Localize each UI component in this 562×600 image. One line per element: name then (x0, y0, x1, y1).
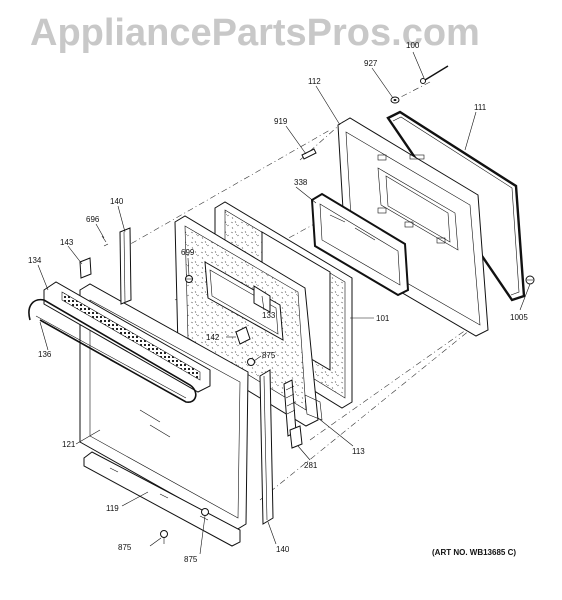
callout-133: 133 (262, 311, 276, 320)
part-143-bracket (79, 257, 92, 279)
part-1005-screw (525, 275, 535, 285)
part-927-washer (390, 96, 400, 104)
leader-lines (37, 51, 531, 555)
part-134-handle-bezel (43, 281, 211, 393)
callout-281: 281 (304, 461, 318, 470)
hardware-parts (79, 65, 535, 544)
part-875-screw-right (201, 508, 209, 516)
callout-121: 121 (62, 440, 76, 449)
callout-100: 100 (406, 41, 420, 50)
callout-338: 338 (294, 178, 308, 187)
part-875-screw-mid (247, 358, 255, 366)
callout-119: 119 (106, 504, 119, 513)
callout-875-mid: 875 (262, 351, 276, 360)
part-140-right-trim (259, 369, 274, 525)
callout-labels: 100 927 112 111 919 338 140 696 699 143 … (28, 41, 528, 564)
callout-113: 113 (352, 447, 365, 456)
liner-tabs (377, 154, 446, 244)
watermark-text: AppliancePartsPros.com (30, 12, 480, 54)
callout-140-bottom: 140 (276, 545, 290, 554)
part-696-clip (101, 235, 109, 247)
callout-112: 112 (308, 77, 321, 86)
callout-142: 142 (206, 333, 220, 342)
callout-101: 101 (376, 314, 390, 323)
part-140-left-trim (119, 227, 132, 305)
part-119-bottom-trim (83, 451, 241, 547)
callout-875-left: 875 (118, 543, 132, 552)
callout-136: 136 (38, 350, 52, 359)
part-100-screw (420, 65, 449, 84)
callout-875-right: 875 (184, 555, 198, 564)
part-136-handle (28, 298, 197, 403)
art-number: (ART NO. WB13685 C) (432, 548, 517, 557)
callout-134: 134 (28, 256, 42, 265)
callout-927: 927 (364, 59, 378, 68)
callout-140-top: 140 (110, 197, 124, 206)
callout-699: 699 (181, 248, 195, 257)
part-111-outer-panel (386, 110, 526, 302)
callout-143: 143 (60, 238, 74, 247)
part-113-side-frame (304, 394, 323, 421)
part-919-pin (301, 148, 317, 160)
part-133-inner-glass (174, 215, 319, 427)
part-699-screw (185, 275, 193, 283)
callout-919: 919 (274, 117, 288, 126)
callout-111: 111 (474, 103, 487, 112)
part-875-screw-left (160, 530, 168, 544)
callout-696: 696 (86, 215, 100, 224)
part-281-hinge (283, 379, 303, 449)
part-338-window-pack (310, 192, 410, 297)
part-142-block (235, 326, 251, 345)
callout-1005: 1005 (510, 313, 528, 322)
